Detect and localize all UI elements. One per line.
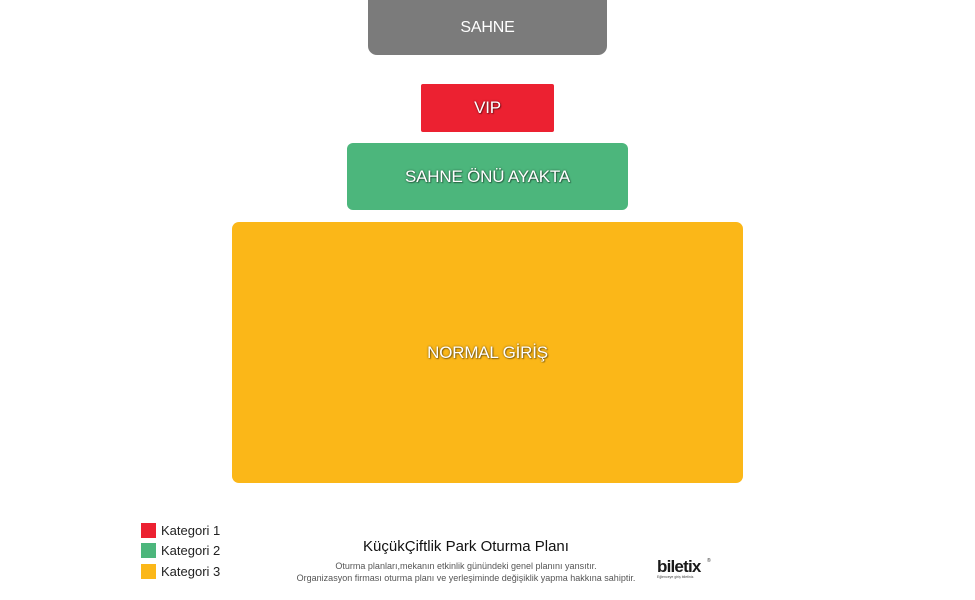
legend-label: Kategori 3 bbox=[161, 563, 221, 579]
normal-entry-label: NORMAL GİRİŞ bbox=[427, 342, 548, 362]
legend-item: Kategori 1 bbox=[141, 520, 220, 541]
plan-title: KüçükÇiftlik Park Oturma Planı bbox=[363, 538, 569, 555]
disclaimer-line-1: Oturma planları,mekanın etkinlik gününde… bbox=[335, 561, 597, 571]
registered-mark: ® bbox=[707, 558, 711, 564]
legend-swatch bbox=[141, 563, 156, 579]
legend-label: Kategori 1 bbox=[161, 522, 221, 538]
vip-label: VIP bbox=[474, 98, 501, 117]
legend-item: Kategori 2 bbox=[141, 541, 220, 562]
legend-item: Kategori 3 bbox=[141, 561, 220, 582]
disclaimer-line-2: Organizasyon firması oturma planı ve yer… bbox=[296, 573, 636, 583]
category-legend: Kategori 1 Kategori 2 Kategori 3 bbox=[141, 520, 220, 582]
front-standing-zone[interactable]: SAHNE ÖNÜ AYAKTA bbox=[347, 143, 628, 210]
legend-swatch bbox=[141, 522, 156, 538]
logo-wordmark: biletix bbox=[657, 557, 701, 576]
vip-zone[interactable]: VIP bbox=[421, 84, 554, 132]
biletix-logo: biletix ® Eğlenceye giriş biletiniz. bbox=[657, 558, 717, 584]
front-standing-label: SAHNE ÖNÜ AYAKTA bbox=[405, 166, 570, 186]
legend-swatch bbox=[141, 543, 156, 559]
normal-entry-zone[interactable]: NORMAL GİRİŞ bbox=[232, 222, 743, 483]
stage-label: SAHNE bbox=[460, 18, 515, 36]
stage-zone: SAHNE bbox=[368, 0, 607, 55]
logo-tagline: Eğlenceye giriş biletiniz. bbox=[657, 575, 695, 579]
legend-label: Kategori 2 bbox=[161, 543, 221, 559]
